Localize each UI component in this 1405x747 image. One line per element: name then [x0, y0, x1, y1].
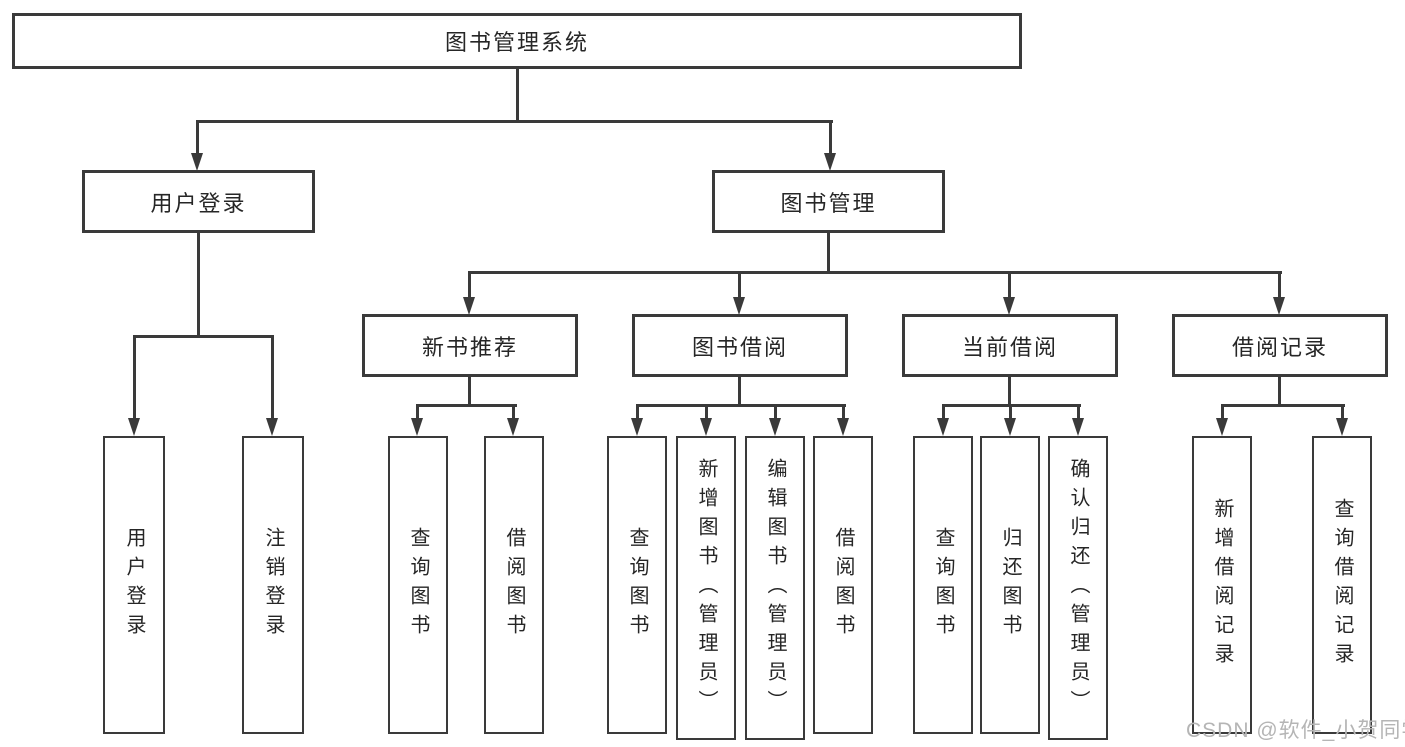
arrowhead-icon — [1273, 297, 1285, 315]
connector-line — [1278, 271, 1281, 300]
connector-line — [468, 271, 1282, 274]
connector-line — [271, 335, 274, 421]
leaf-query-books-borrow: 查询图书 — [607, 436, 667, 734]
node-borrow-records: 借阅记录 — [1172, 314, 1388, 377]
node-current-borrow: 当前借阅 — [902, 314, 1118, 377]
node-user-login: 用户登录 — [82, 170, 315, 233]
connector-line — [774, 404, 777, 421]
connector-line — [1077, 404, 1080, 421]
connector-line — [416, 404, 517, 407]
leaf-edit-books-admin: 编辑图书（管理员） — [745, 436, 805, 740]
node-root: 图书管理系统 — [12, 13, 1022, 69]
connector-line — [416, 404, 419, 421]
arrowhead-icon — [700, 418, 712, 436]
connector-line — [636, 404, 846, 407]
leaf-user-login: 用户登录 — [103, 436, 165, 734]
connector-line — [842, 404, 845, 421]
leaf-label: 借阅图书 — [832, 527, 854, 643]
arrowhead-icon — [507, 418, 519, 436]
connector-line — [636, 404, 639, 421]
leaf-borrow-books-recommend: 借阅图书 — [484, 436, 544, 734]
arrowhead-icon — [1004, 418, 1016, 436]
arrowhead-icon — [937, 418, 949, 436]
node-new-book-recommend: 新书推荐 — [362, 314, 578, 377]
connector-line — [827, 233, 830, 274]
connector-line — [738, 271, 741, 300]
connector-line — [1008, 271, 1011, 300]
leaf-label: 注销登录 — [262, 527, 284, 643]
leaf-add-borrow-record: 新增借阅记录 — [1192, 436, 1252, 734]
connector-line — [468, 377, 471, 407]
node-book-management: 图书管理 — [712, 170, 945, 233]
leaf-label: 新增图书（管理员） — [695, 457, 717, 719]
connector-line — [516, 69, 519, 123]
connector-line — [1008, 377, 1011, 407]
arrowhead-icon — [769, 418, 781, 436]
leaf-confirm-return-admin: 确认归还（管理员） — [1048, 436, 1108, 740]
leaf-label: 新增借阅记录 — [1211, 498, 1233, 672]
connector-line — [1009, 404, 1012, 421]
arrowhead-icon — [1003, 297, 1015, 315]
arrowhead-icon — [191, 153, 203, 171]
leaf-borrow-books: 借阅图书 — [813, 436, 873, 734]
leaf-query-books-recommend: 查询图书 — [388, 436, 448, 734]
arrowhead-icon — [837, 418, 849, 436]
connector-line — [196, 120, 833, 123]
connector-line — [196, 120, 199, 157]
connector-line — [1221, 404, 1345, 407]
arrowhead-icon — [128, 418, 140, 436]
connector-line — [1341, 404, 1344, 421]
connector-line — [942, 404, 945, 421]
node-book-borrow: 图书借阅 — [632, 314, 848, 377]
arrowhead-icon — [1216, 418, 1228, 436]
connector-line — [829, 120, 832, 157]
leaf-query-books-current: 查询图书 — [913, 436, 973, 734]
arrowhead-icon — [733, 297, 745, 315]
connector-line — [738, 377, 741, 407]
connector-line — [197, 233, 200, 338]
arrowhead-icon — [266, 418, 278, 436]
arrowhead-icon — [1072, 418, 1084, 436]
leaf-label: 编辑图书（管理员） — [764, 457, 786, 719]
csdn-watermark: CSDN @软件_小贺同学 — [1186, 719, 1405, 742]
arrowhead-icon — [463, 297, 475, 315]
leaf-query-borrow-record: 查询借阅记录 — [1312, 436, 1372, 734]
arrowhead-icon — [631, 418, 643, 436]
connector-line — [133, 335, 136, 421]
arrowhead-icon — [824, 153, 836, 171]
arrowhead-icon — [1336, 418, 1348, 436]
leaf-label: 查询借阅记录 — [1331, 498, 1353, 672]
connector-line — [1221, 404, 1224, 421]
connector-line — [1278, 377, 1281, 407]
leaf-label: 用户登录 — [123, 527, 145, 643]
arrowhead-icon — [411, 418, 423, 436]
connector-line — [468, 271, 471, 300]
connector-line — [512, 404, 515, 421]
leaf-add-books-admin: 新增图书（管理员） — [676, 436, 736, 740]
leaf-label: 查询图书 — [626, 527, 648, 643]
leaf-label: 归还图书 — [999, 527, 1021, 643]
leaf-label: 确认归还（管理员） — [1067, 457, 1089, 719]
leaf-logout: 注销登录 — [242, 436, 304, 734]
leaf-label: 查询图书 — [932, 527, 954, 643]
connector-line — [133, 335, 274, 338]
leaf-label: 查询图书 — [407, 527, 429, 643]
leaf-return-books: 归还图书 — [980, 436, 1040, 734]
connector-line — [705, 404, 708, 421]
leaf-label: 借阅图书 — [503, 527, 525, 643]
